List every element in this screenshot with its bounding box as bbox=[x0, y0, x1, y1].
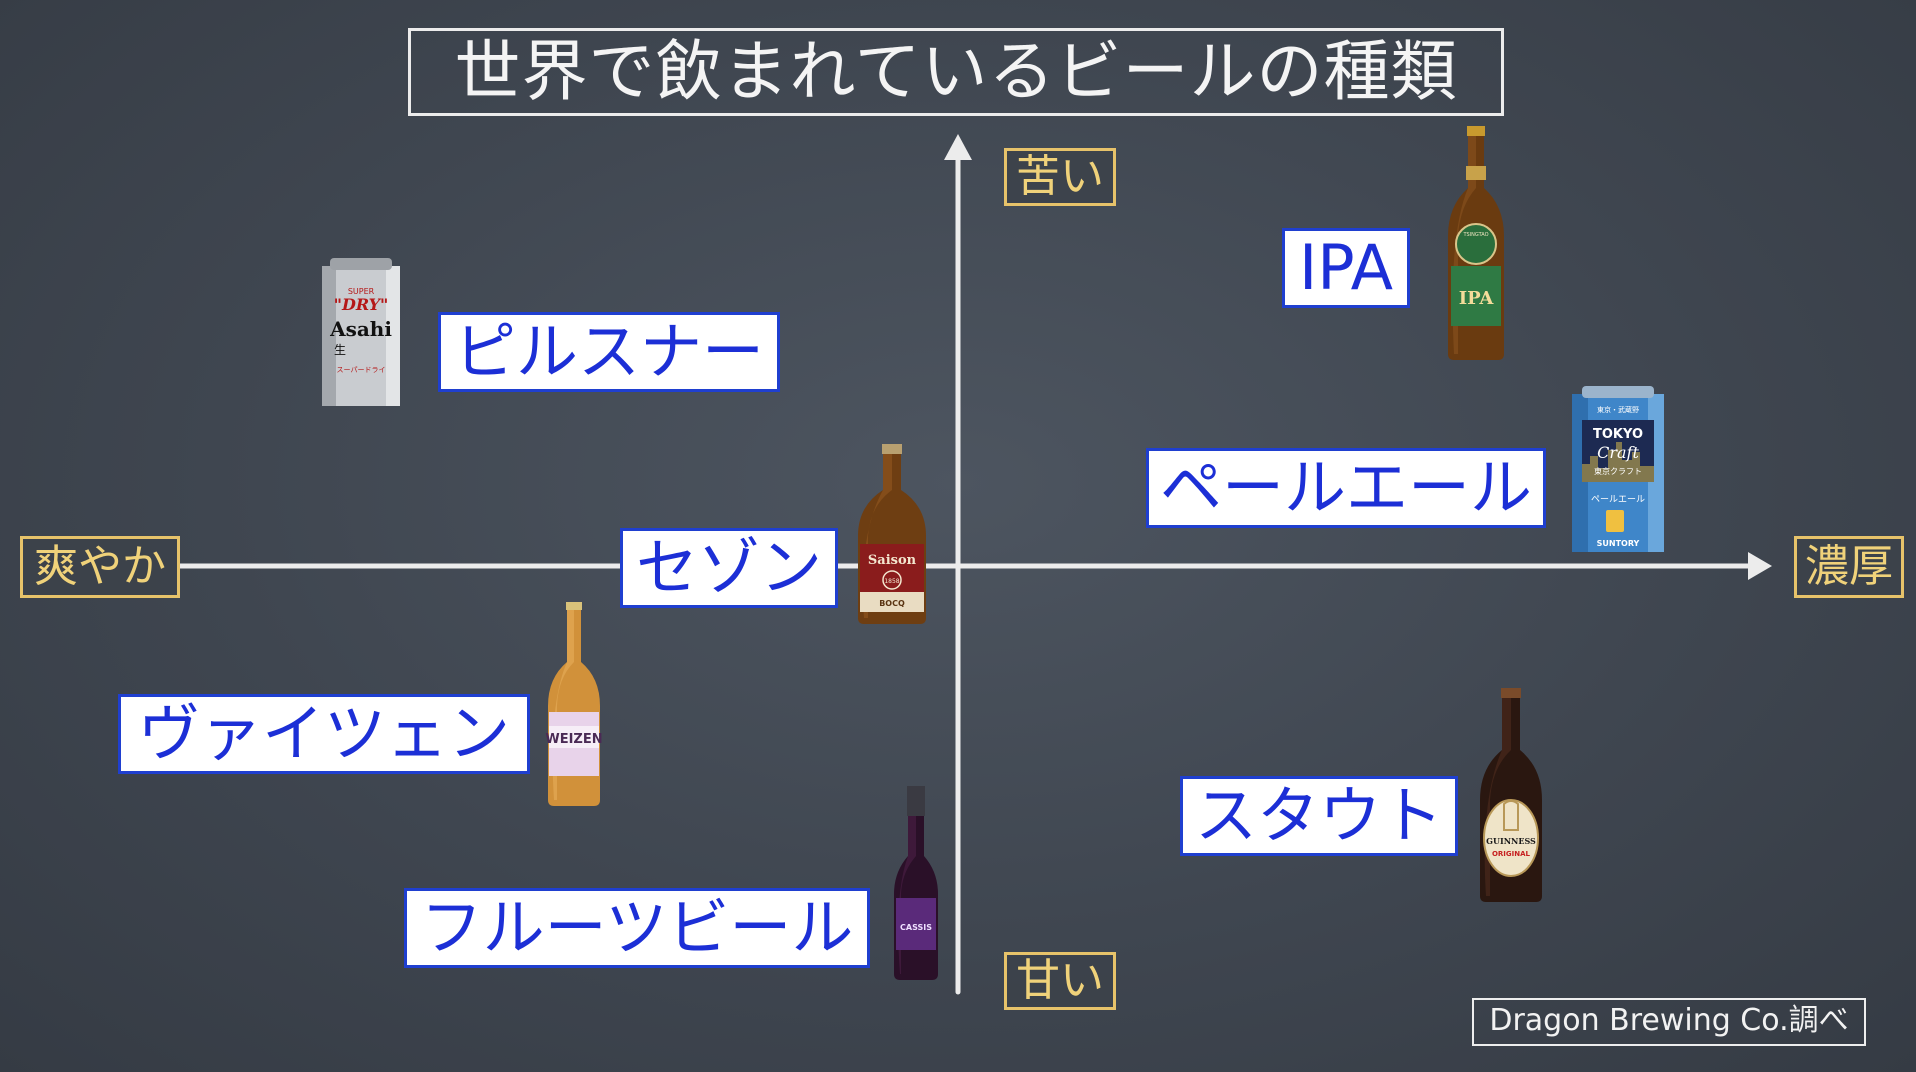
guinness-bottle-image: GUINNESS ORIGINAL bbox=[1480, 688, 1542, 902]
axis-label-left: 爽やか bbox=[20, 536, 180, 598]
saison-maker-text: BOCQ bbox=[879, 599, 905, 608]
right-arrowhead-icon bbox=[1748, 552, 1772, 580]
label-stout: スタウト bbox=[1180, 776, 1458, 856]
label-weizen: ヴァイツェン bbox=[118, 694, 530, 774]
label-pilsner: ピルスナー bbox=[438, 312, 780, 392]
guinness-label-text: GUINNESS bbox=[1486, 836, 1536, 846]
tokyo-craft-can-image: 東京・武蔵野 TOKYO Craft 東京クラフト ペールエール SUNTORY bbox=[1572, 386, 1664, 552]
saison-bottle-image: Saison 1858 BOCQ bbox=[858, 444, 926, 624]
weizen-label-text: WEIZEN bbox=[545, 732, 602, 747]
suntory-text: SUNTORY bbox=[1597, 539, 1640, 548]
asahi-can-image: SUPER "DRY" Asahi 生 スーパードライ bbox=[322, 258, 400, 406]
guinness-original-text: ORIGINAL bbox=[1492, 850, 1531, 858]
asahi-dry-text: "DRY" bbox=[334, 295, 389, 314]
page-title: 世界で飲まれているビールの種類 bbox=[408, 28, 1504, 116]
tokyo-word-text: TOKYO bbox=[1593, 427, 1643, 442]
tokyo-style-text: ペールエール bbox=[1591, 495, 1645, 505]
saison-name-text: Saison bbox=[868, 553, 917, 568]
label-fruit-beer: フルーツビール bbox=[404, 888, 870, 968]
weizen-bottle-image: WEIZEN bbox=[545, 602, 603, 806]
asahi-brand-text: Asahi bbox=[329, 317, 392, 341]
source-note: Dragon Brewing Co.調べ bbox=[1472, 998, 1866, 1046]
label-pale-ale: ペールエール bbox=[1146, 448, 1546, 528]
tokyo-craft-text: Craft bbox=[1597, 443, 1639, 462]
asahi-super-text: SUPER bbox=[348, 287, 375, 296]
asahi-jp-text: スーパードライ bbox=[337, 366, 386, 374]
tokyo-top-text: 東京・武蔵野 bbox=[1597, 405, 1639, 414]
axis-label-right: 濃厚 bbox=[1794, 536, 1904, 598]
up-arrowhead-icon bbox=[944, 134, 972, 160]
cassis-bottle-image: CASSIS bbox=[894, 786, 938, 980]
tsingtao-ipa-bottle-image: TSINGTAO IPA bbox=[1448, 126, 1504, 360]
saison-year-text: 1858 bbox=[884, 578, 899, 585]
label-saison: セゾン bbox=[620, 528, 838, 608]
label-ipa: IPA bbox=[1282, 228, 1410, 308]
axis-label-bottom: 甘い bbox=[1004, 952, 1116, 1010]
tokyo-jp-text: 東京クラフト bbox=[1594, 466, 1642, 476]
axis-label-top: 苦い bbox=[1004, 148, 1116, 206]
asahi-kanji-text: 生 bbox=[334, 343, 346, 357]
tsingtao-brand-text: TSINGTAO bbox=[1462, 232, 1488, 238]
cassis-label-text: CASSIS bbox=[900, 923, 932, 932]
tsingtao-ipa-text: IPA bbox=[1459, 288, 1495, 309]
